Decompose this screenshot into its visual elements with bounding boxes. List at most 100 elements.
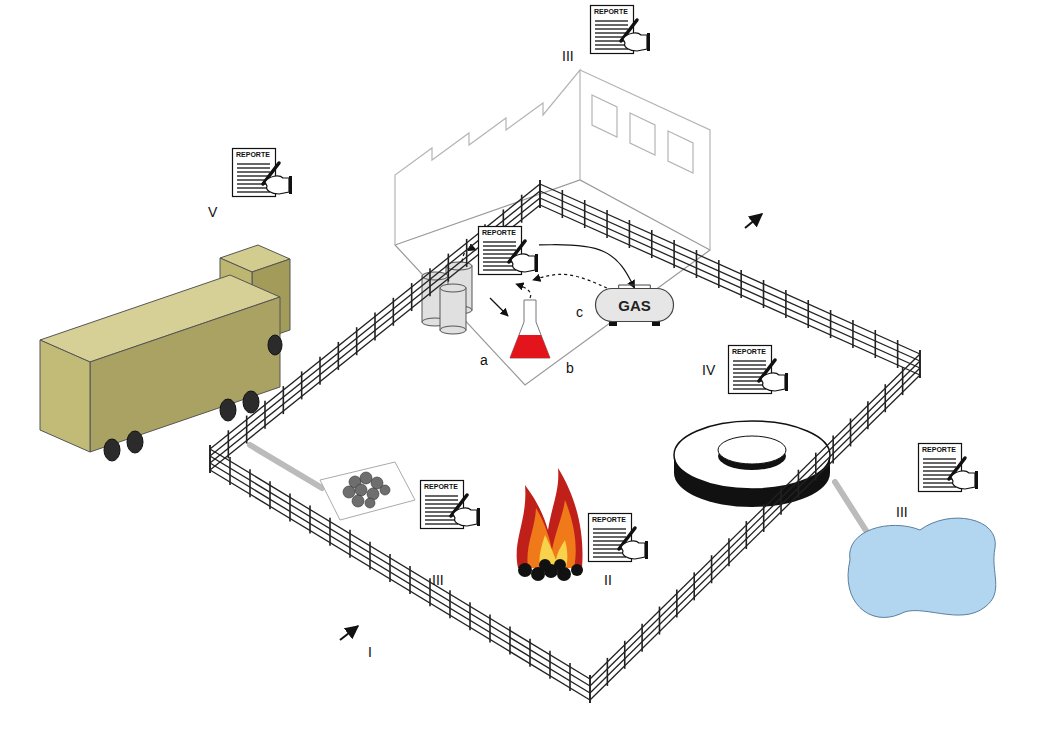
solid-waste: [343, 472, 390, 508]
report-form: REPORTE: [918, 443, 979, 497]
fence: [449, 590, 451, 618]
fence: [696, 250, 698, 278]
report-icon: [483, 245, 516, 246]
report-form: REPORTE: [420, 480, 481, 534]
report-icon: [425, 503, 458, 504]
report-icon: [733, 368, 766, 369]
fence: [309, 506, 311, 534]
solid-waste: [320, 462, 415, 520]
pond: [848, 518, 996, 617]
fire: [527, 500, 575, 568]
flow-connector: [533, 274, 607, 288]
fence: [210, 184, 540, 449]
barrels: [440, 288, 466, 330]
truck: [127, 431, 143, 453]
fence: [641, 624, 643, 652]
fence: [693, 572, 695, 600]
fence: [210, 456, 590, 686]
fence: [210, 198, 540, 463]
truck: [90, 297, 280, 452]
report-icon: [483, 265, 516, 266]
solid-waste: [343, 486, 355, 498]
gas-tank-shape: [619, 285, 651, 289]
fence: [283, 386, 285, 414]
fence: [509, 627, 511, 655]
fence: [562, 190, 564, 218]
report-heading: REPORTE: [922, 446, 979, 454]
gas-tank: GAS: [595, 288, 674, 322]
fence: [540, 191, 920, 361]
truck: [104, 335, 282, 461]
flow-arrow: [745, 214, 762, 228]
report-icon: [923, 458, 956, 459]
callout-number: III: [896, 504, 908, 520]
fire: [517, 468, 583, 568]
truck: [104, 439, 120, 461]
callout-number: II: [604, 572, 612, 588]
fence: [209, 445, 211, 473]
fence: [718, 260, 720, 288]
fire: [554, 559, 566, 571]
fence: [874, 330, 876, 358]
flask: [510, 300, 550, 358]
callout-number: III: [432, 572, 444, 588]
report-icon: [237, 191, 270, 192]
callout-number: I: [368, 644, 372, 660]
solid-waste: [320, 462, 415, 520]
report-icon: [453, 508, 477, 526]
fire: [518, 559, 583, 581]
fence: [210, 191, 540, 456]
fence: [867, 401, 869, 429]
fence: [746, 521, 748, 549]
report-icon: [593, 552, 626, 553]
report-icon: [477, 508, 480, 526]
fence: [369, 542, 371, 570]
factory-building: [630, 113, 655, 155]
report-form: REPORTE: [478, 226, 539, 280]
fence: [356, 327, 358, 355]
flask: [510, 300, 550, 358]
fence: [763, 504, 765, 532]
report-icon: [593, 540, 626, 541]
fence: [540, 184, 920, 354]
fence: [338, 342, 340, 370]
fence: [815, 453, 817, 481]
report-icon: [623, 33, 647, 51]
fence: [763, 280, 765, 308]
fence: [210, 470, 590, 700]
fence: [448, 254, 450, 282]
fence: [411, 283, 413, 311]
report-icon: [923, 466, 956, 467]
report-form: REPORTE: [728, 345, 789, 399]
report-icon: [761, 373, 785, 391]
fence: [349, 530, 351, 558]
report-icon: [535, 254, 538, 272]
report-icon: [785, 373, 788, 391]
report-icon: [593, 556, 626, 557]
gas-tank-shape: [596, 289, 674, 322]
report-icon: [595, 24, 628, 25]
fence: [429, 578, 431, 606]
fence: [606, 210, 608, 238]
callout-number: III: [562, 48, 574, 64]
report-icon: [237, 175, 270, 176]
report-icon: [237, 163, 270, 164]
callout-number: IV: [702, 362, 715, 378]
pipe: [250, 445, 322, 488]
report-icon: [595, 28, 628, 29]
report-heading: REPORTE: [236, 151, 293, 159]
report-icon: [645, 541, 648, 559]
callout-letter: b: [566, 360, 574, 376]
report-icon: [425, 507, 458, 508]
report-icon: [237, 167, 270, 168]
fence: [676, 589, 678, 617]
report-icon: [595, 44, 628, 45]
report-icon: [951, 471, 975, 489]
fence: [246, 416, 248, 444]
fence: [269, 481, 271, 509]
report-form: REPORTE: [590, 5, 651, 59]
fence: [466, 239, 468, 267]
fence: [264, 401, 266, 429]
